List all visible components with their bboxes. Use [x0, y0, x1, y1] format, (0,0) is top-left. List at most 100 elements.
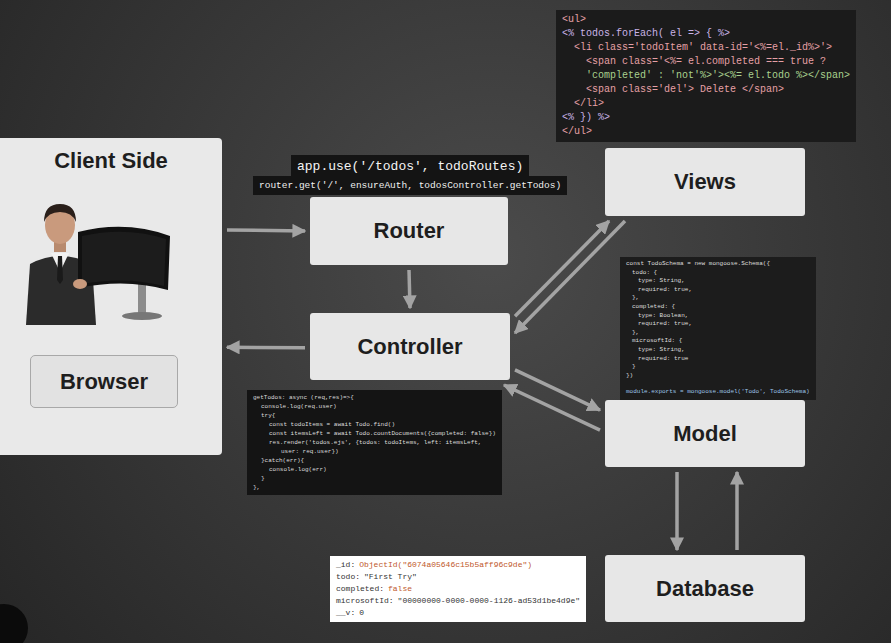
node-label: Views	[674, 169, 736, 195]
code-text: <span class='<%= el.completed === true ?	[586, 56, 826, 67]
panel-title: Client Side	[54, 148, 168, 174]
flow-arrow	[515, 221, 609, 316]
code-line: getTodos: async (req,res)=>{	[253, 393, 496, 402]
code-text: <ul>	[562, 14, 586, 25]
code-text: </li>	[574, 98, 604, 109]
db-record: _id:ObjectId("6074a05646c15b5aff96c9de")…	[330, 556, 586, 622]
flow-arrow	[515, 221, 625, 333]
code-text: <% todos.forEach( el => { %>	[562, 28, 730, 39]
code-line: module.exports = mongoose.model('Todo', …	[626, 388, 810, 397]
code-line: type: String,	[626, 277, 810, 286]
corner-blob	[0, 604, 28, 643]
code-line: <ul>	[562, 13, 850, 27]
code-line: app.use('/todos', todoRoutes)	[297, 158, 523, 175]
code-text: microsoftId: {	[632, 337, 682, 344]
code-line: todo:"First Try"	[336, 571, 580, 583]
code-line: console.log(err)	[253, 465, 496, 474]
flow-arrow	[227, 230, 305, 231]
code-line: required: true,	[626, 320, 810, 329]
code-text: todo:	[336, 572, 360, 581]
code-line: }	[626, 363, 810, 372]
code-line: const itemsLeft = await Todo.countDocume…	[253, 429, 496, 438]
flow-arrow	[735, 472, 739, 550]
code-line: <span class='del'> Delete </span>	[562, 83, 850, 97]
code-line: required: true	[626, 355, 810, 364]
node-label: Model	[673, 421, 737, 447]
code-text: const itemsLeft = await Todo.countDocume…	[269, 430, 496, 437]
code-line: }	[253, 474, 496, 483]
code-line: _id:ObjectId("6074a05646c15b5aff96c9de")	[336, 559, 580, 571]
code-line: type: Boolean,	[626, 312, 810, 321]
code-snippet: app.use('/todos', todoRoutes)	[291, 155, 529, 178]
code-text: <span class='del'> Delete </span>	[586, 84, 784, 95]
process-box: Controller	[310, 313, 510, 380]
code-snippet: router.get('/', ensureAuth, todosControl…	[253, 176, 567, 195]
code-text: completed: {	[632, 303, 675, 310]
code-text: user: req.user})	[281, 448, 339, 455]
code-line: <% todos.forEach( el => { %>	[562, 27, 850, 41]
flow-arrow	[227, 345, 305, 349]
code-line: completed: {	[626, 303, 810, 312]
code-snippet: <ul> <% todos.forEach( el => { %> <li clas…	[556, 10, 856, 142]
code-text: },	[632, 329, 639, 336]
code-line: <li class='todoItem' data-id='<%=el._id%…	[562, 41, 850, 55]
code-line: },	[626, 294, 810, 303]
process-box: Database	[605, 555, 805, 622]
process-box: Model	[605, 400, 805, 467]
code-text: type: String,	[638, 277, 685, 284]
flow-arrow	[409, 270, 410, 308]
code-text: })	[626, 372, 633, 379]
code-line: router.get('/', ensureAuth, todosControl…	[259, 179, 561, 192]
code-text: type: Boolean,	[638, 312, 688, 319]
code-line: },	[253, 483, 496, 492]
code-text: 0	[359, 608, 364, 617]
code-line: required: true,	[626, 286, 810, 295]
code-text: todo: {	[632, 269, 657, 276]
code-line: try{	[253, 411, 496, 420]
code-text: ObjectId("6074a05646c15b5aff96c9de")	[359, 560, 532, 569]
code-text: required: true	[638, 355, 688, 362]
code-line: microsoftId: {	[626, 337, 810, 346]
node-label: Controller	[357, 334, 462, 360]
code-line: completed:false	[336, 583, 580, 595]
code-line: type: String,	[626, 346, 810, 355]
code-text: type: String,	[638, 346, 685, 353]
client-panel: Client SideBrowser	[0, 138, 222, 455]
flow-arrow	[504, 385, 600, 430]
code-text: completed:	[336, 584, 384, 593]
code-text: }	[261, 475, 265, 482]
code-text: <li class='todoItem' data-id='<%=el._id%…	[574, 42, 832, 53]
code-text: microsoftId:	[336, 596, 394, 605]
code-line: </li>	[562, 97, 850, 111]
code-text: console.log(req.user)	[261, 403, 337, 410]
code-text: }catch(err){	[261, 457, 304, 464]
code-line: })	[626, 372, 810, 381]
code-text: <% }) %>	[562, 112, 610, 123]
process-box: Router	[310, 197, 508, 265]
code-line: <span class='<%= el.completed === true ?	[562, 55, 850, 69]
flow-arrow	[675, 472, 679, 550]
code-text: },	[632, 294, 639, 301]
code-text: console.log(err)	[269, 466, 327, 473]
code-snippet: getTodos: async (req,res)=>{console.log(…	[247, 390, 502, 495]
code-text: const TodoSchema = new mongoose.Schema({	[626, 260, 770, 267]
code-line: todo: {	[626, 269, 810, 278]
code-line: <% }) %>	[562, 111, 850, 125]
code-text: __v:	[336, 608, 355, 617]
code-snippet: const TodoSchema = new mongoose.Schema({…	[620, 257, 816, 400]
code-line: </ul>	[562, 125, 850, 139]
code-line: const todoItems = await Todo.find()	[253, 420, 496, 429]
code-text: 'completed' : 'not'%>'><%= el.todo %></s…	[586, 70, 850, 81]
node-label: Browser	[60, 369, 148, 395]
code-line: },	[626, 329, 810, 338]
code-text: res.render('todos.ejs', {todos: todoItem…	[269, 439, 481, 446]
code-text: app.use('/todos', todoRoutes)	[297, 159, 523, 174]
code-text: required: true,	[638, 320, 692, 327]
code-line: res.render('todos.ejs', {todos: todoItem…	[253, 438, 496, 447]
node-label: Router	[374, 218, 445, 244]
code-line: console.log(req.user)	[253, 402, 496, 411]
code-text: "00000000-0000-0000-1126-ad53d1be4d9e"	[398, 596, 580, 605]
code-text: </ul>	[562, 126, 592, 137]
user-photo	[22, 200, 172, 325]
